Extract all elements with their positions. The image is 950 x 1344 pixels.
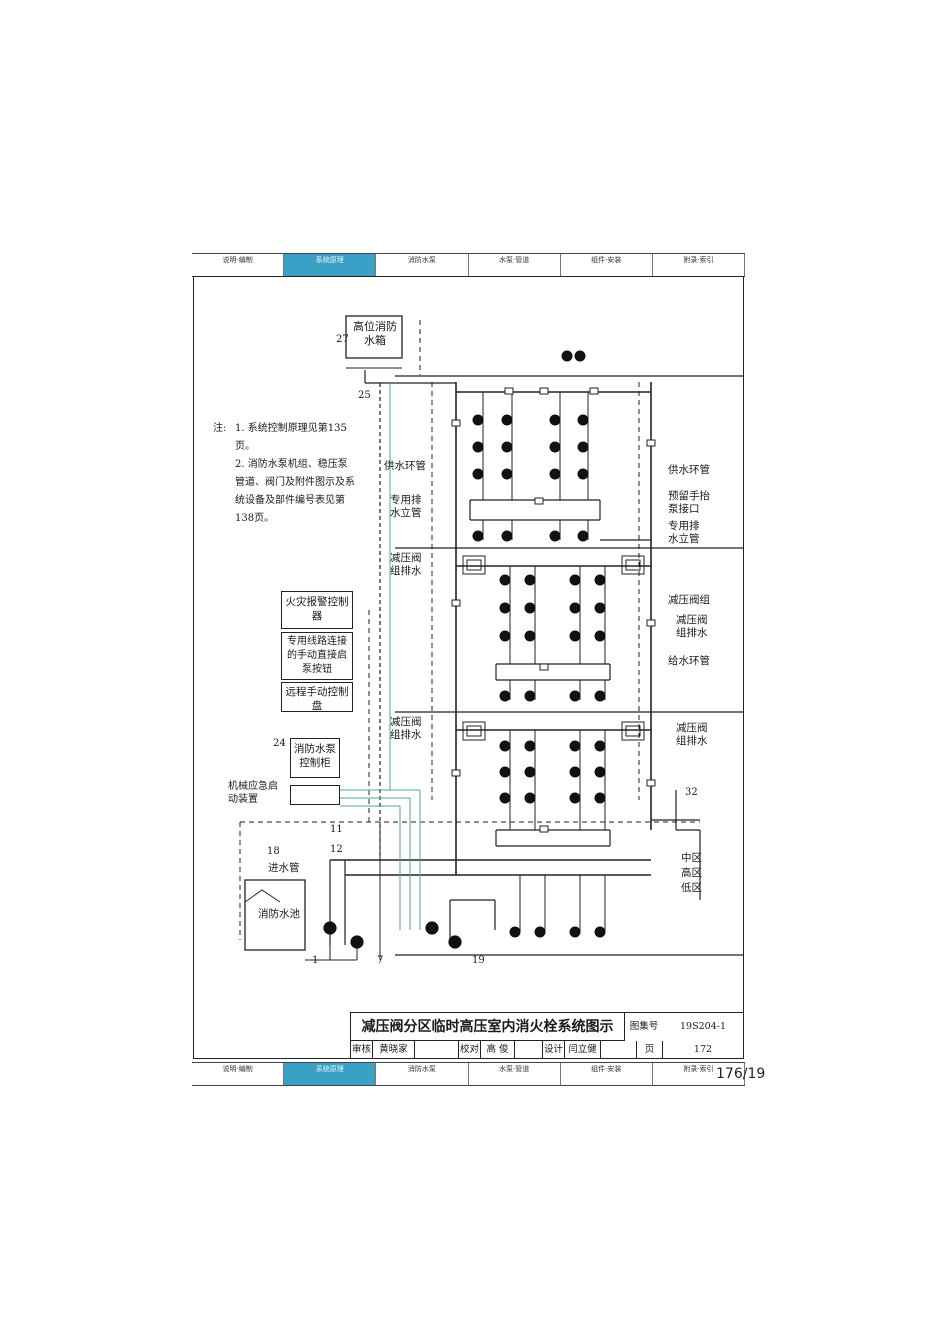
header-tab: 消防水泵 <box>376 254 469 276</box>
reserved-pump-label: 预留手抬泵接口 <box>668 490 710 515</box>
ref-number: 32 <box>685 787 698 798</box>
designer-signature <box>601 1041 637 1058</box>
ref-number: 12 <box>330 844 343 855</box>
manual-start-button: 专用线路连接的手动直接启泵按钮 <box>281 632 353 680</box>
design-label: 设计 <box>543 1041 565 1058</box>
note-item: 2. 消防水泵机组、稳压泵管道、阀门及附件图示及系统设备及部件编号表见第138页… <box>235 459 355 524</box>
reviewer-name: 黄晓家 <box>373 1041 415 1058</box>
inlet-pipe-label: 进水管 <box>268 862 300 874</box>
prv-drain-lower-left-label: 减压阀组排水 <box>390 716 422 741</box>
supply-ring-right-mid-label: 给水环管 <box>668 655 710 667</box>
drawing-frame <box>193 276 744 1059</box>
supply-ring-left-label: 供水环管 <box>384 460 426 472</box>
supply-ring-right-top-label: 供水环管 <box>668 464 710 476</box>
drain-riser-left-label: 专用排水立管 <box>390 494 422 519</box>
pump-control-cabinet: 消防水泵控制柜 <box>290 738 340 778</box>
footer-tab-strip: 说明·编制 系统原理 消防水泵 水泵·管道 组件·安装 附录·索引 <box>192 1062 746 1086</box>
drawing-title: 减压阀分区临时高压室内消火栓系统图示 <box>351 1013 625 1041</box>
pool-label: 消防水池 <box>258 908 300 920</box>
footer-tab: 消防水泵 <box>376 1063 469 1085</box>
checker-signature <box>515 1041 543 1058</box>
ref-number: 11 <box>330 824 343 835</box>
atlas-number: 19S204-1 <box>680 1021 726 1032</box>
zone-high-label: 高区 <box>681 867 702 879</box>
water-pool <box>244 879 306 951</box>
note-item: 1. 系统控制原理见第135页。 <box>235 423 347 452</box>
notes-heading: 注: <box>213 423 227 434</box>
prv-drain-right-mid-label: 减压阀组排水 <box>676 614 708 639</box>
ref-number: 7 <box>377 955 384 966</box>
reviewer-signature <box>415 1041 459 1058</box>
ref-number: 19 <box>472 955 485 966</box>
ref-number: 25 <box>358 390 371 401</box>
zone-low-label: 低区 <box>681 882 702 894</box>
emergency-start-device <box>290 785 340 805</box>
atlas-label: 图集号 <box>629 1021 659 1032</box>
review-label: 审核 <box>351 1041 373 1058</box>
zone-mid-label: 中区 <box>681 852 702 864</box>
checker-name: 高 俊 <box>481 1041 515 1058</box>
footer-tab: 水泵·管道 <box>469 1063 561 1085</box>
page-number: 172 <box>693 1044 713 1055</box>
remote-control-panel: 远程手动控制盘 <box>281 682 353 712</box>
header-tab: 水泵·管道 <box>469 254 561 276</box>
ref-number: 24 <box>273 738 286 749</box>
ref-number: 27 <box>336 334 349 345</box>
header-tab-active: 系统原理 <box>284 254 377 276</box>
title-block: 减压阀分区临时高压室内消火栓系统图示 图集号 19S204-1 审核 黄晓家 校… <box>350 1012 744 1059</box>
page-counter: 176/19 <box>716 1066 766 1082</box>
prv-drain-upper-left-label: 减压阀组排水 <box>390 552 422 577</box>
check-label: 校对 <box>459 1041 481 1058</box>
footer-tab: 组件·安装 <box>561 1063 653 1085</box>
prv-group-right-label: 减压阀组 <box>668 594 710 606</box>
emergency-start-label: 机械应急启动装置 <box>228 781 278 805</box>
prv-drain-right-low-label: 减压阀组排水 <box>676 722 708 747</box>
footer-tab: 说明·编制 <box>192 1063 285 1085</box>
footer-tab-active: 系统原理 <box>284 1063 377 1085</box>
header-tab: 附录·索引 <box>653 254 746 276</box>
ref-number: 1 <box>312 955 319 966</box>
fire-alarm-controller: 火灾报警控制器 <box>281 591 353 629</box>
page-label: 页 <box>637 1041 663 1058</box>
header-tab: 组件·安装 <box>561 254 653 276</box>
footer-tab: 附录·索引 <box>653 1063 746 1085</box>
drain-riser-right-label: 专用排水立管 <box>668 520 700 545</box>
high-water-tank-label: 高位消防水箱 <box>352 320 398 354</box>
designer-name: 闫立健 <box>565 1041 601 1058</box>
header-tab: 说明·编制 <box>192 254 285 276</box>
ref-number: 18 <box>267 846 280 857</box>
